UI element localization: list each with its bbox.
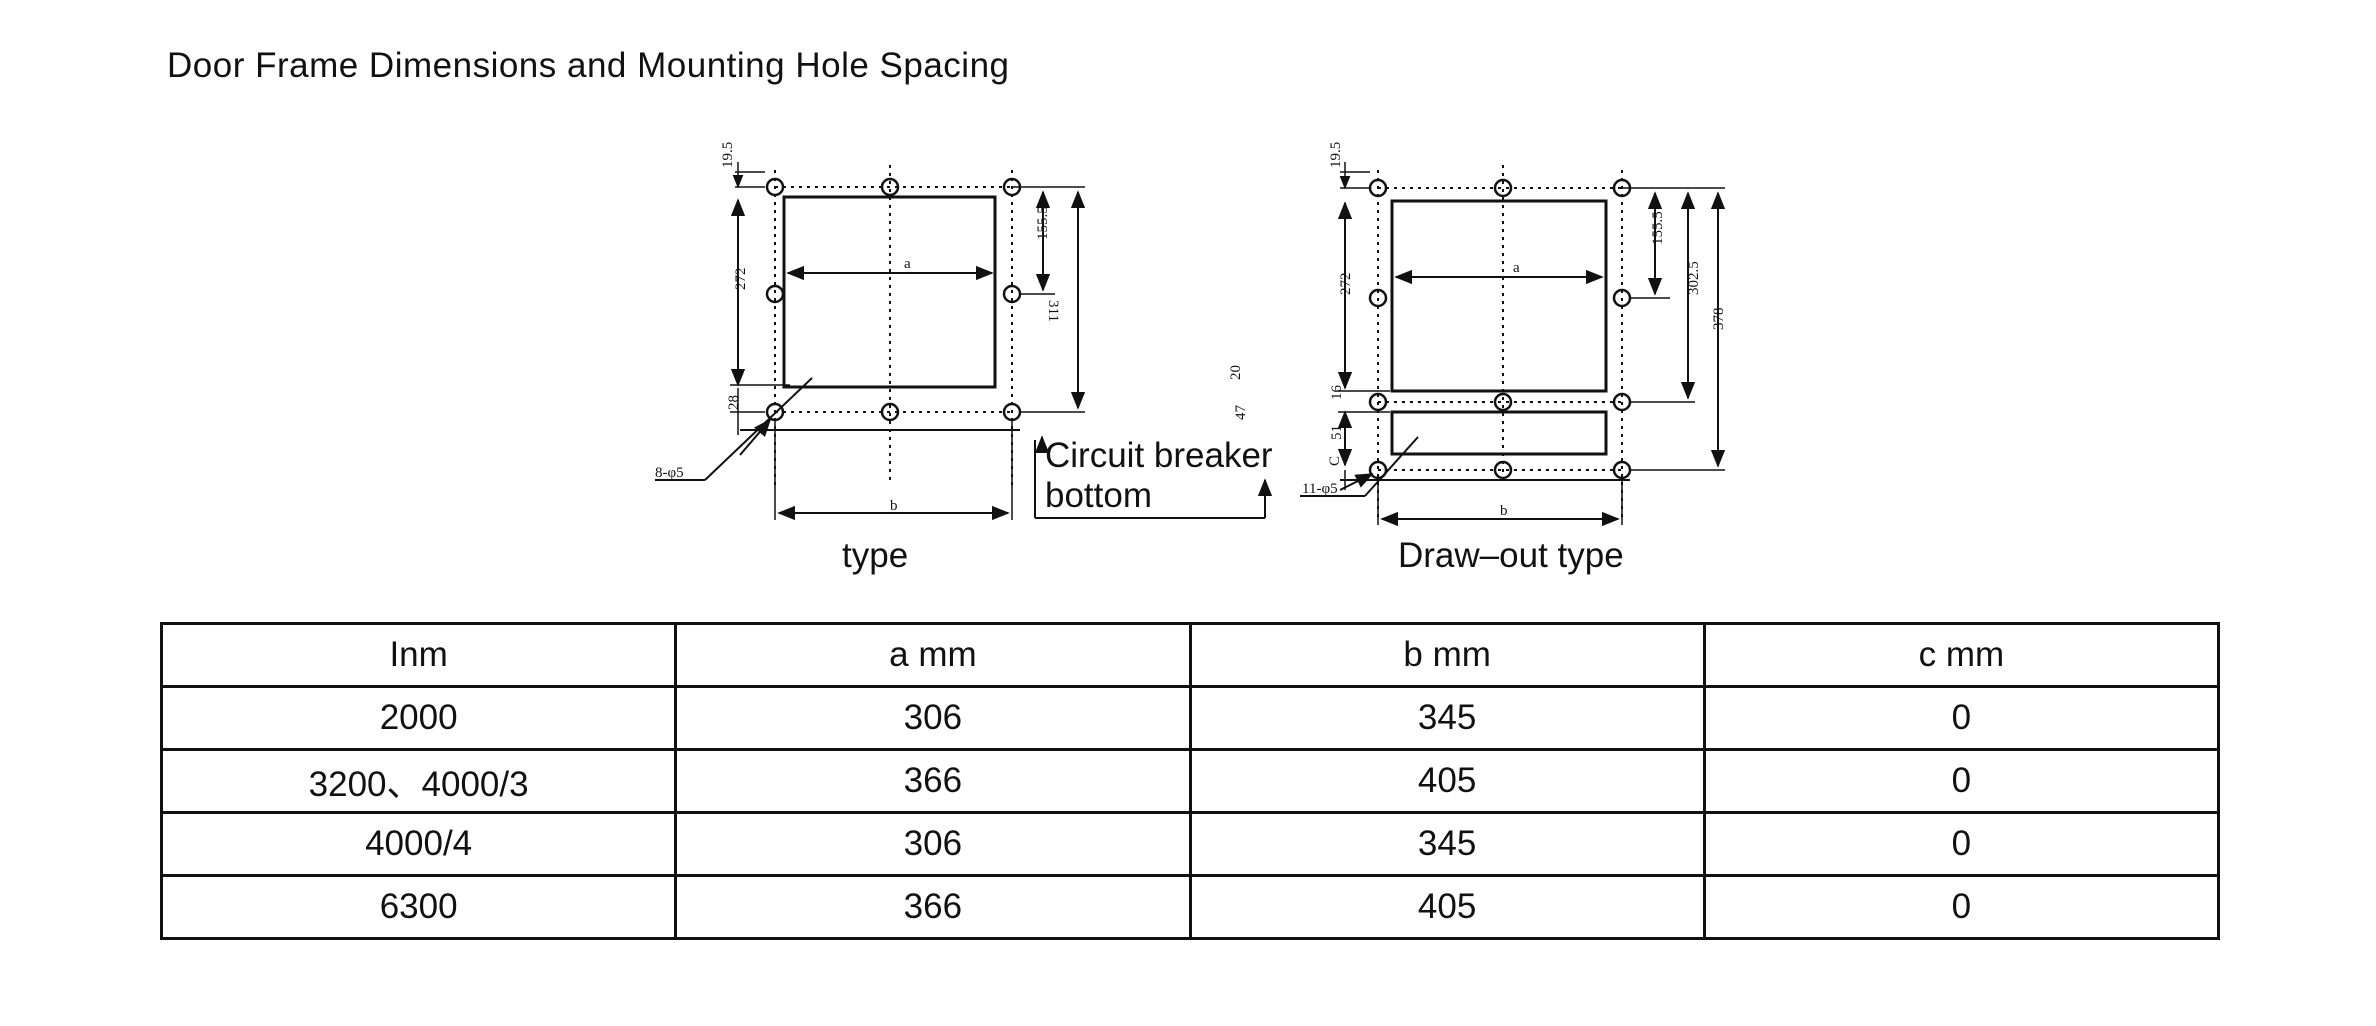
dim-155-fixed: 155.5: [1035, 206, 1051, 240]
cell-c: 0: [1702, 748, 2221, 814]
dim-20: 20: [1228, 365, 1244, 380]
drawout-cutout-upper: [1390, 199, 1608, 393]
cell-inm: 6300: [159, 874, 678, 940]
cell-inm: 3200、4000/3: [159, 748, 678, 814]
dim-272-drawout: 272: [1338, 273, 1354, 296]
table-row: 4000/4 306 345 0: [159, 811, 2221, 877]
cell-c: 0: [1702, 874, 2221, 940]
dim-302-drawout: 302.5: [1686, 261, 1702, 295]
callout-label: Circuit breaker bottom: [1045, 436, 1273, 516]
dim-51-drawout: 51: [1329, 425, 1345, 440]
cell-b: 405: [1188, 874, 1706, 940]
header-b: b mm: [1188, 622, 1706, 688]
table-row: 2000 306 345 0: [159, 685, 2221, 751]
dim-b-fixed: b: [890, 498, 898, 514]
cell-a: 366: [674, 748, 1192, 814]
dim-b-drawout: b: [1500, 503, 1508, 519]
cell-a: 366: [674, 874, 1192, 940]
dim-a-fixed: a: [904, 256, 911, 272]
cell-a: 306: [674, 811, 1192, 877]
table-row: 3200、4000/3 366 405 0: [159, 748, 2221, 814]
mounting-hole: [765, 284, 785, 304]
fixed-type-drawing: [655, 162, 1086, 521]
holes-fixed: 8-φ5: [655, 465, 684, 481]
callout-line-1: Circuit breaker: [1045, 436, 1273, 475]
dim-28-fixed: 28: [726, 395, 742, 410]
dim-47: 47: [1233, 405, 1249, 421]
dim-272-fixed: 272: [733, 268, 749, 291]
cell-b: 405: [1188, 748, 1706, 814]
caption-drawout-type: Draw–out type: [1398, 536, 1624, 575]
header-a: a mm: [674, 622, 1192, 688]
table-header-row: Inm a mm b mm c mm: [159, 622, 2221, 688]
cell-inm: 4000/4: [159, 811, 678, 877]
caption-fixed-type: type: [842, 536, 909, 575]
header-inm: Inm: [159, 622, 678, 688]
dim-155-drawout: 155.5: [1650, 211, 1666, 245]
dim-311-fixed: 311: [1045, 300, 1061, 322]
mounting-hole: [880, 177, 900, 197]
drawout-cutout-lower: [1390, 410, 1608, 456]
cell-a: 306: [674, 685, 1192, 751]
dim-top-drawout: 19.5: [1328, 142, 1344, 168]
holes-drawout: 11-φ5: [1302, 481, 1338, 497]
cell-c: 0: [1702, 811, 2221, 877]
drawout-type-drawing: [1300, 162, 1726, 527]
dim-a-drawout: a: [1513, 260, 1520, 276]
callout-line-2: bottom: [1045, 476, 1152, 515]
callout-bracket: [1034, 435, 1273, 519]
cell-b: 345: [1188, 811, 1706, 877]
dim-378-drawout: 378: [1711, 308, 1727, 331]
header-c: c mm: [1702, 622, 2221, 688]
cell-c: 0: [1702, 685, 2221, 751]
table-row: 6300 366 405 0: [159, 874, 2221, 940]
cell-inm: 2000: [159, 685, 678, 751]
dim-16-drawout: 16: [1329, 385, 1345, 401]
cell-b: 345: [1188, 685, 1706, 751]
dimension-table: Inm a mm b mm c mm 2000 306 345 0 3200、4…: [159, 622, 2221, 940]
mounting-hole: [880, 402, 900, 422]
mounting-diagram: 19.5 272 28 a 155.5 311 b 8-φ5 47 20: [655, 142, 1727, 527]
mounting-hole: [765, 177, 785, 197]
page-title: Door Frame Dimensions and Mounting Hole …: [167, 46, 1010, 85]
dim-top-fixed: 19.5: [720, 142, 736, 168]
dim-c-drawout: C: [1327, 456, 1343, 466]
